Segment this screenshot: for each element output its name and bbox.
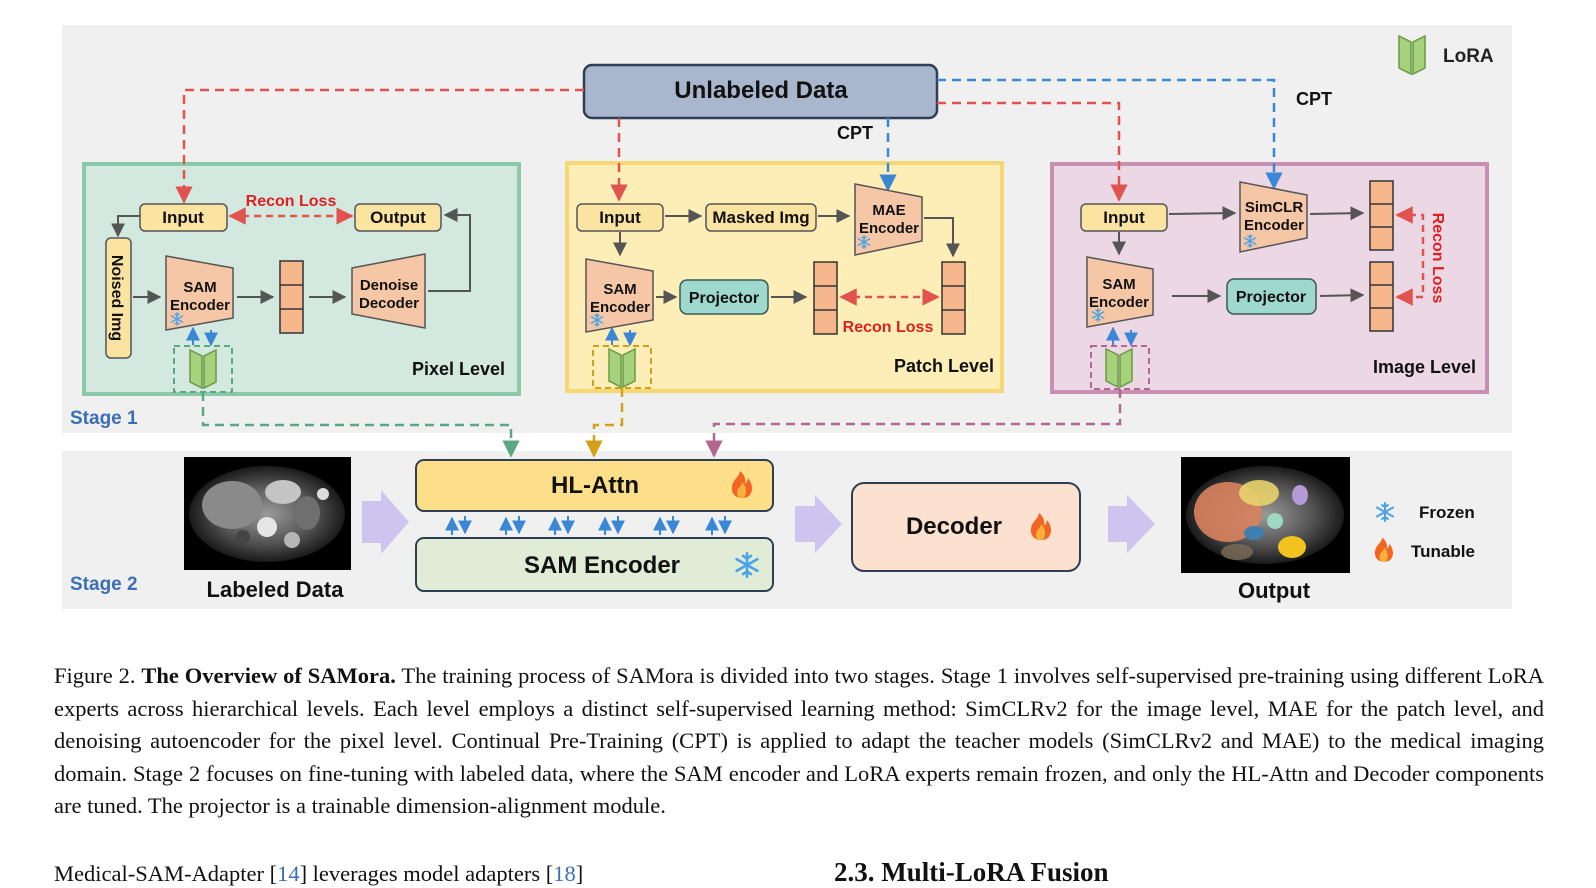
pixel-level-box [82, 162, 521, 396]
pixel-sam-encoder [165, 255, 234, 331]
denoise-decoder [351, 253, 426, 329]
patch-sam-line2: Encoder [590, 299, 650, 316]
simclr-line2: Encoder [1244, 217, 1304, 234]
image-input-label: Input [1103, 208, 1145, 227]
image-proj-feature-stack [1369, 261, 1394, 332]
arrow-to-output [1108, 495, 1155, 553]
body-text-segment: ] [575, 861, 584, 886]
mae-line2: Encoder [859, 220, 919, 237]
body-text-segment: Medical-SAM-Adapter [ [54, 861, 278, 886]
image-level-label: Image Level [1373, 357, 1476, 377]
image-sam-line1: SAM [1102, 276, 1135, 293]
unlabeled-data-label: Unlabeled Data [674, 77, 848, 104]
decoder-label: Decoder [906, 513, 1002, 540]
image-input-box [1080, 203, 1168, 232]
caption-prefix: Figure 2. [54, 663, 136, 688]
masked-img-box [705, 203, 817, 232]
hl-attn-label: HL-Attn [551, 472, 639, 499]
noised-img-label: Noised Img [108, 255, 125, 341]
image-projector-label: Projector [1236, 289, 1306, 306]
image-projector [1226, 278, 1317, 315]
caption-title: The Overview of SAMora. [141, 663, 396, 688]
pixel-input-box [139, 203, 228, 232]
pixel-sam-line1: SAM [183, 279, 216, 296]
pixel-feature-stack [279, 260, 304, 334]
simclr-to-feat [1309, 206, 1365, 221]
caption-body: The training process of SAMora is divide… [54, 663, 1545, 819]
patch-sam-line1: SAM [603, 281, 636, 298]
arrow-to-decoder [795, 495, 842, 553]
figure-caption: Figure 2. The Overview of SAMora. The tr… [54, 660, 1544, 823]
patch-input-label: Input [599, 208, 641, 227]
pixel-input-label: Input [162, 208, 204, 227]
overview-diagram: LoRA Unlabeled Data CPT CPT Input Output… [62, 25, 1512, 609]
image-projector-to-feat [1319, 288, 1365, 303]
pixel-lora-to-hlattn [201, 392, 520, 458]
lora-legend-label: LoRA [1443, 46, 1494, 67]
noised-img-box [105, 237, 132, 359]
stage2-label: Stage 2 [70, 574, 138, 595]
patch-lora-to-hlattn [585, 388, 624, 458]
pixel-sam-line2: Encoder [170, 297, 230, 314]
frozen-legend-label: Frozen [1419, 503, 1475, 522]
pixel-output-label: Output [370, 208, 426, 227]
patch-sam-encoder [585, 258, 654, 333]
image-recon-arrow [1395, 206, 1425, 306]
pixel-recon-label: Recon Loss [246, 193, 337, 210]
patch-mae-feature-stack [941, 261, 966, 335]
simclr-encoder [1239, 181, 1308, 253]
image-recon-label: Recon Loss [1429, 213, 1446, 304]
hl-attn-box [415, 459, 774, 512]
labeled-data-label: Labeled Data [207, 577, 345, 602]
image-simclr-feature-stack [1369, 180, 1394, 251]
sam-encoder-label: SAM Encoder [524, 552, 680, 579]
decoder-to-output-arrow [428, 208, 471, 292]
patch-input-box [576, 203, 664, 232]
unlabeled-data-box [582, 63, 939, 120]
body-text-left: Medical-SAM-Adapter [14] leverages model… [54, 861, 583, 887]
output-label: Output [1238, 578, 1311, 603]
patch-projector-label: Projector [689, 290, 759, 307]
tunable-legend-label: Tunable [1411, 542, 1475, 561]
mae-encoder [854, 183, 923, 256]
mae-to-feat [924, 217, 960, 258]
masked-img-label: Masked Img [712, 208, 809, 227]
citation-link-14[interactable]: 14 [277, 861, 300, 886]
patch-recon-label: Recon Loss [843, 319, 934, 336]
image-input-to-simclr [1168, 206, 1237, 221]
sam-encoder-box [415, 537, 774, 592]
patch-level-box [565, 161, 1004, 393]
pixel-input-to-noised [111, 215, 140, 238]
attn-encoder-arrows [445, 516, 732, 535]
patch-projector [679, 279, 769, 315]
patch-proj-feature-stack [813, 261, 838, 335]
image-lora-to-hlattn [705, 389, 1122, 458]
image-sam-line2: Encoder [1089, 294, 1149, 311]
arrow-to-encoder [362, 490, 409, 554]
pixel-output-box [354, 203, 442, 232]
labeled-ct-image [184, 457, 351, 570]
section-heading: 2.3. Multi-LoRA Fusion [834, 857, 1109, 887]
cpt-label-top: CPT [1296, 89, 1332, 109]
decoder-box [851, 482, 1081, 572]
simclr-line1: SimCLR [1245, 199, 1304, 216]
citation-link-18[interactable]: 18 [553, 861, 576, 886]
denoise-line2: Decoder [359, 295, 419, 312]
cpt-label-mid: CPT [837, 123, 873, 143]
body-text-segment: ] leverages model adapters [ [299, 861, 554, 886]
stage1-label: Stage 1 [70, 408, 138, 429]
denoise-line1: Denoise [360, 277, 418, 294]
patch-level-label: Patch Level [894, 356, 994, 376]
pixel-level-label: Pixel Level [412, 359, 505, 379]
figure: LoRA Unlabeled Data CPT CPT Input Output… [62, 25, 1512, 609]
mae-line1: MAE [872, 202, 905, 219]
output-segmentation-image [1181, 457, 1350, 573]
cpt-to-simclr [937, 78, 1283, 190]
image-sam-encoder [1086, 256, 1154, 328]
unlabeled-to-image-input [937, 101, 1128, 202]
